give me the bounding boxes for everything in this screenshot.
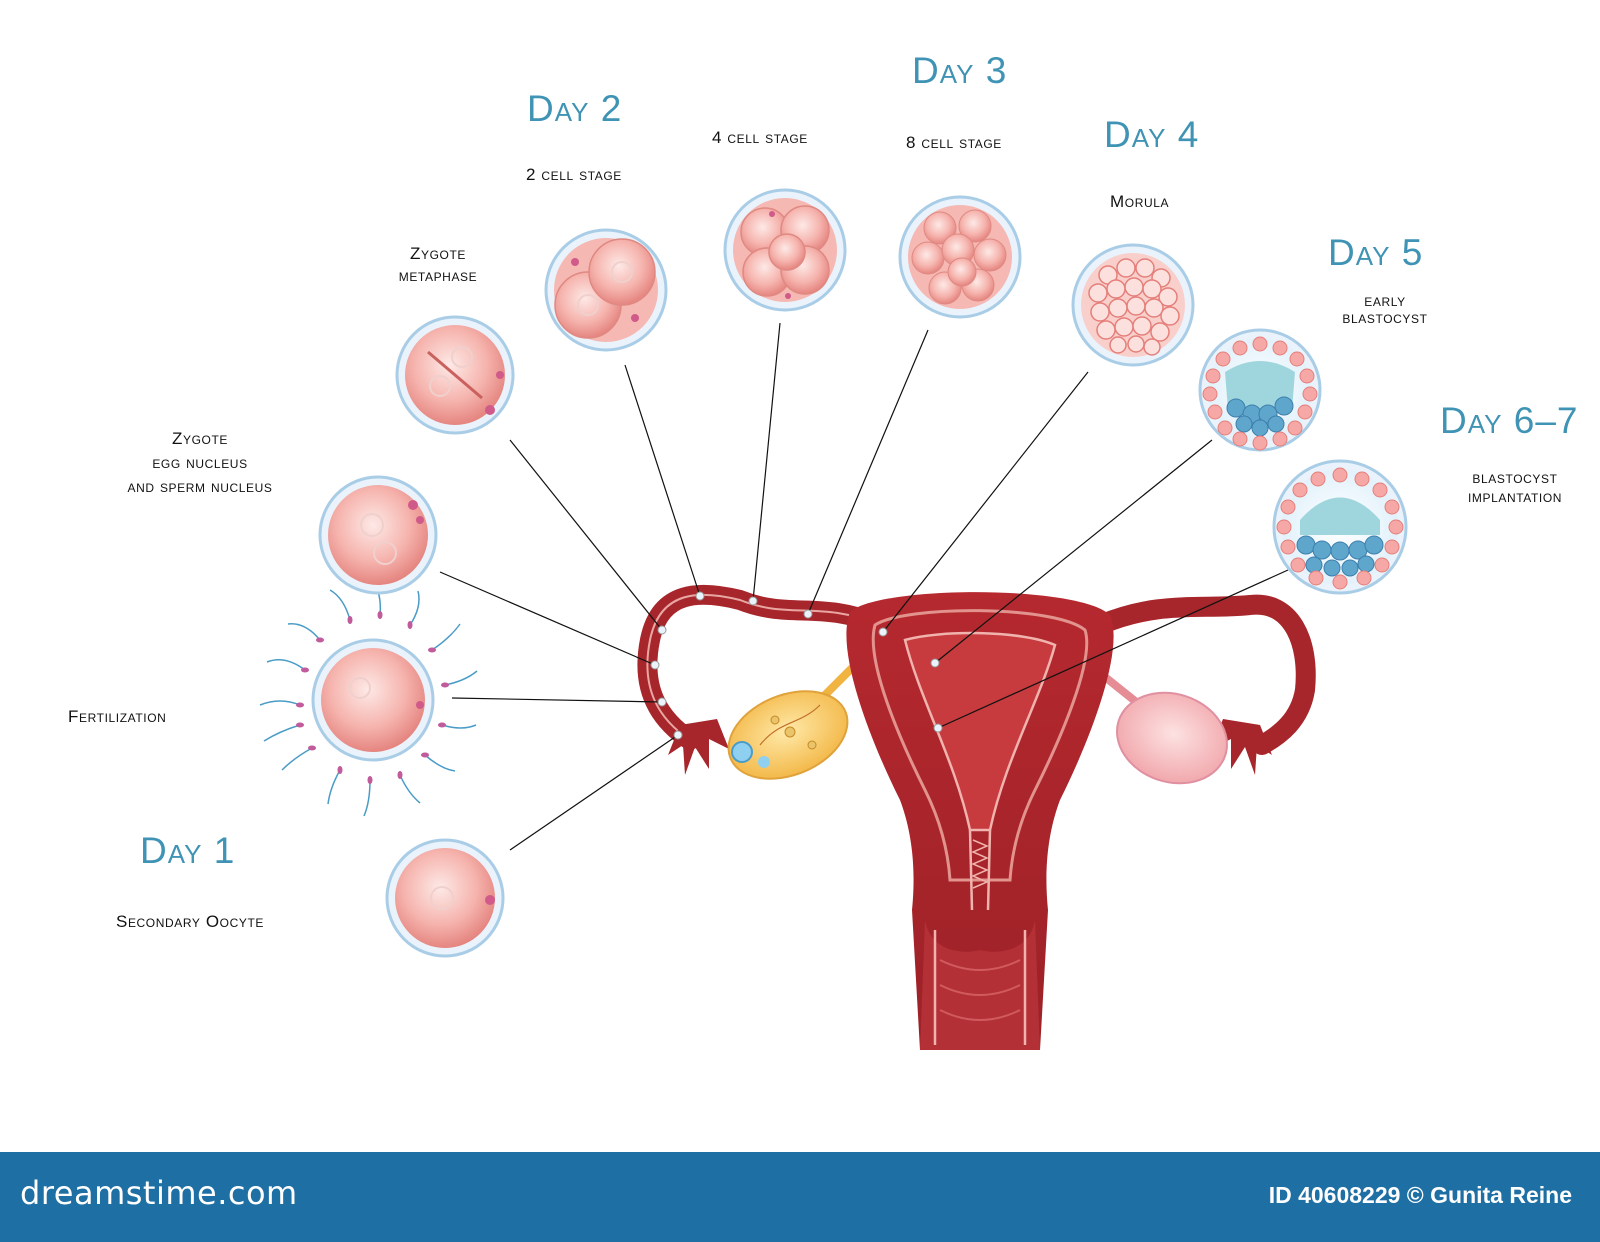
pointer-morula (882, 371, 1089, 633)
uterine-cavity (905, 633, 1055, 830)
morula-cell (1071, 243, 1195, 367)
pointer-dots (650, 591, 943, 740)
secondary-oocyte-label: Secondary Oocyte (116, 912, 265, 931)
blastocyst-implantation-cell (1272, 459, 1408, 595)
footer-bar: dreamstime.com ID 40608229 © Gunita Rein… (0, 1152, 1600, 1242)
early-blastocyst-label-line2: blastocyst (1342, 308, 1428, 327)
pointer-lines (439, 322, 1289, 851)
pointer-2cell (624, 364, 701, 597)
pointer-zygote (439, 571, 656, 666)
footer-image-credit: ID 40608229 © Gunita Reine (1268, 1182, 1572, 1208)
footer-brand-logo[interactable]: dreamstime.com (20, 1174, 298, 1212)
pointer-early-blastocyst (934, 439, 1213, 664)
eight-cell-stage-label: 8 cell stage (906, 133, 1002, 152)
day-5-label: Day 5 (1328, 232, 1424, 273)
zygote-metaphase-label-group: Zygote metaphase (358, 243, 518, 287)
embryo-development-diagram (259, 188, 1408, 1050)
pointer-8cell (807, 329, 929, 615)
vagina (920, 920, 1040, 1050)
early-blastocyst-label-line1: early (1364, 291, 1406, 310)
day-6-7-label: Day 6–7 (1440, 400, 1579, 441)
right-fallopian-tube (1090, 594, 1316, 755)
zygote-metaphase-cell (395, 315, 515, 435)
zygote-nuclei-label-line2: and sperm nucleus (127, 477, 273, 496)
secondary-oocyte-cell (385, 838, 505, 958)
pointer-blastocyst (937, 569, 1289, 729)
uterus-illustration (637, 584, 1316, 1050)
zygote-label: Zygote (172, 429, 228, 448)
zygote-cell (318, 475, 438, 595)
two-cell-stage-label: 2 cell stage (526, 165, 622, 184)
early-blastocyst-label-group: early blastocyst (1315, 292, 1455, 326)
pointer-fertilization (451, 697, 663, 703)
zygote-metaphase-label-line1: Zygote (410, 244, 466, 263)
day-3-label: Day 3 (912, 50, 1008, 91)
zygote-metaphase-label-line2: metaphase (398, 266, 478, 285)
left-fimbriae (668, 719, 729, 775)
blastocyst-implantation-label-group: blastocyst implantation (1440, 468, 1590, 506)
eight-cell-stage-cell (898, 195, 1022, 319)
four-cell-stage-cell (723, 188, 847, 312)
pointer-day1 (509, 734, 679, 851)
blastocyst-implantation-label-line1: blastocyst (1472, 468, 1558, 487)
right-ovary (1116, 691, 1228, 785)
blastocyst-implantation-label-line2: implantation (1467, 487, 1563, 506)
two-cell-stage-cell (544, 228, 668, 352)
pointer-4cell (752, 322, 781, 602)
zygote-label-group: Zygote egg nucleus and sperm nucleus (100, 427, 300, 499)
day-2-label: Day 2 (527, 88, 623, 129)
pointer-metaphase (509, 439, 663, 631)
day-4-label: Day 4 (1104, 114, 1200, 155)
four-cell-stage-label: 4 cell stage (712, 128, 808, 147)
fertilization-cell (259, 579, 478, 817)
day-1-label: Day 1 (140, 830, 236, 871)
zygote-nuclei-label-line1: egg nucleus (152, 453, 248, 472)
morula-label: Morula (1110, 192, 1170, 211)
fertilization-label: Fertilization (68, 707, 167, 726)
early-blastocyst-cell (1198, 328, 1322, 452)
